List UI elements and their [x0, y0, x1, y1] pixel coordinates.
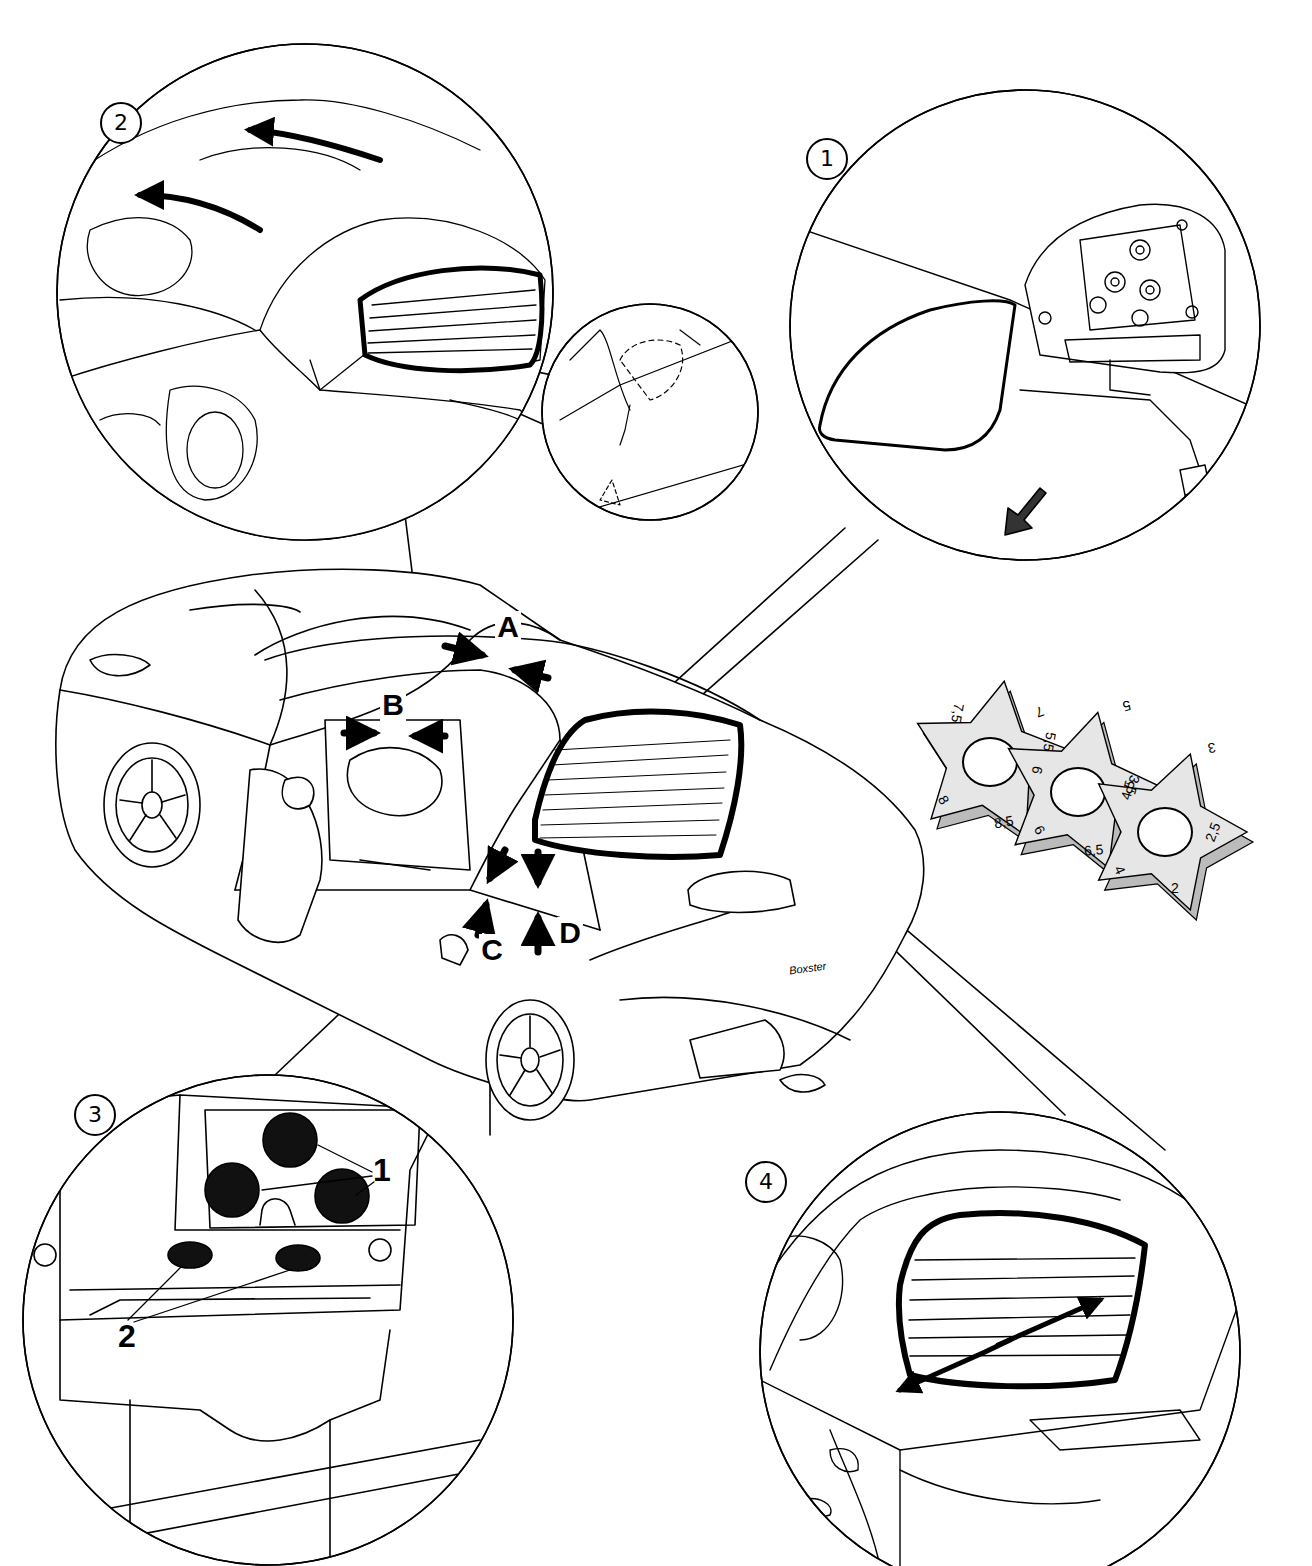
shim-thickness: 3 — [1207, 740, 1217, 755]
rear-window — [535, 712, 741, 857]
detail-mount-plate — [790, 204, 1260, 560]
detail-latch — [555, 330, 760, 520]
detail-outline — [790, 90, 1260, 560]
detail-circle — [790, 90, 1260, 560]
shim-thickness: 7,5 — [949, 702, 966, 724]
shim-thickness: 6,5 — [1084, 842, 1105, 858]
detail-hardtop-fitting — [60, 100, 560, 560]
part-number: 2 — [118, 1320, 136, 1352]
detail-outline — [760, 1112, 1240, 1566]
view-letter: B — [380, 689, 406, 721]
shim-thickness: 7 — [1034, 704, 1046, 720]
double-arrow — [900, 1340, 1010, 1390]
callout-number: 4 — [759, 1171, 773, 1193]
shim-thickness: 8,5 — [993, 813, 1015, 830]
wheel — [104, 743, 574, 1120]
shim-thickness: 2 — [1171, 881, 1179, 895]
callout-circle: 4 — [745, 1161, 787, 1203]
shim-hole — [1138, 808, 1192, 856]
detail-circle — [23, 1075, 513, 1565]
callout-number: 1 — [820, 148, 834, 170]
direction-arrow — [140, 130, 380, 230]
view-letter: A — [495, 611, 521, 643]
detail-outline — [57, 44, 553, 540]
detail-outline — [542, 304, 758, 520]
bolt-head — [168, 1113, 369, 1271]
direction-arrow — [1005, 488, 1046, 535]
callout-circle: 3 — [74, 1094, 116, 1136]
car-body — [56, 569, 924, 1100]
detail-circle — [760, 1112, 1240, 1566]
shim-thickness: 5 — [1121, 698, 1132, 714]
detail-bolt-plate — [20, 1095, 480, 1560]
view-letter: D — [557, 917, 583, 949]
shim-thickness: 5,5 — [1041, 731, 1058, 753]
callout-circle: 2 — [100, 102, 142, 144]
callout-number: 3 — [88, 1104, 102, 1126]
view-letter: C — [479, 934, 505, 966]
shim-hole — [1051, 768, 1105, 816]
direction-arrow — [344, 646, 548, 952]
part-number: 1 — [373, 1154, 391, 1186]
shim-hole — [963, 738, 1017, 786]
callout-number: 2 — [114, 112, 128, 134]
leader-line — [128, 1145, 374, 1322]
shim-plate — [1099, 754, 1247, 910]
detail-rear-window — [760, 1150, 1240, 1566]
double-arrow — [998, 1300, 1100, 1345]
callout-circle: 1 — [806, 138, 848, 180]
shim-plates — [918, 681, 1253, 920]
detail-outline — [23, 1075, 513, 1565]
